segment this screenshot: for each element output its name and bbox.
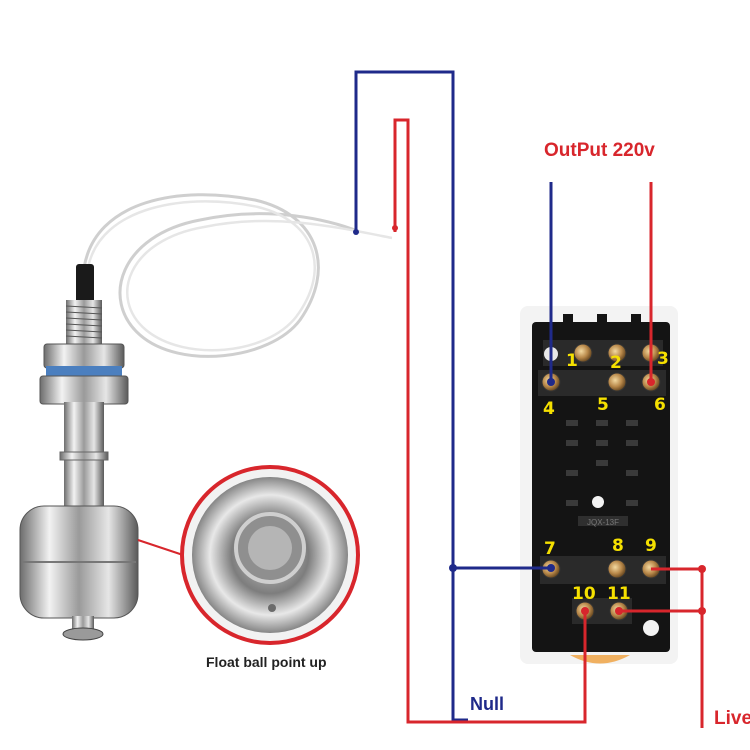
terminal-5: 5 <box>597 395 609 415</box>
float-ball-closeup <box>180 465 360 645</box>
float-gasket <box>46 366 122 376</box>
float-switch <box>19 193 393 641</box>
terminal-7: 7 <box>544 539 556 559</box>
live-label: Live <box>714 708 750 729</box>
neutral-wires <box>354 70 553 722</box>
relay-socket: JQX-13F <box>520 306 678 664</box>
terminal-11: 11 <box>607 584 631 604</box>
float-cap <box>76 264 94 304</box>
terminal-3: 3 <box>657 349 669 369</box>
terminal-6: 6 <box>654 395 666 415</box>
terminal-10: 10 <box>572 584 596 604</box>
zoom-callout-line <box>137 539 187 557</box>
terminal-1: 1 <box>566 351 578 371</box>
terminal-4: 4 <box>543 399 555 419</box>
float-nut-lower <box>39 375 129 405</box>
output-label: OutPut 220v <box>544 140 655 161</box>
terminal-numbers: 1 2 3 4 5 6 7 8 9 10 11 <box>543 349 669 604</box>
float-nut <box>43 343 125 369</box>
terminal-8: 8 <box>612 536 624 556</box>
caption-text: Float ball point up <box>206 654 327 670</box>
float-cable-2 <box>86 200 393 352</box>
terminal-2: 2 <box>610 353 622 373</box>
relay-marking: JQX-13F <box>587 518 619 527</box>
terminal-9: 9 <box>645 536 657 556</box>
float-cable <box>82 193 361 358</box>
null-label: Null <box>470 694 504 714</box>
